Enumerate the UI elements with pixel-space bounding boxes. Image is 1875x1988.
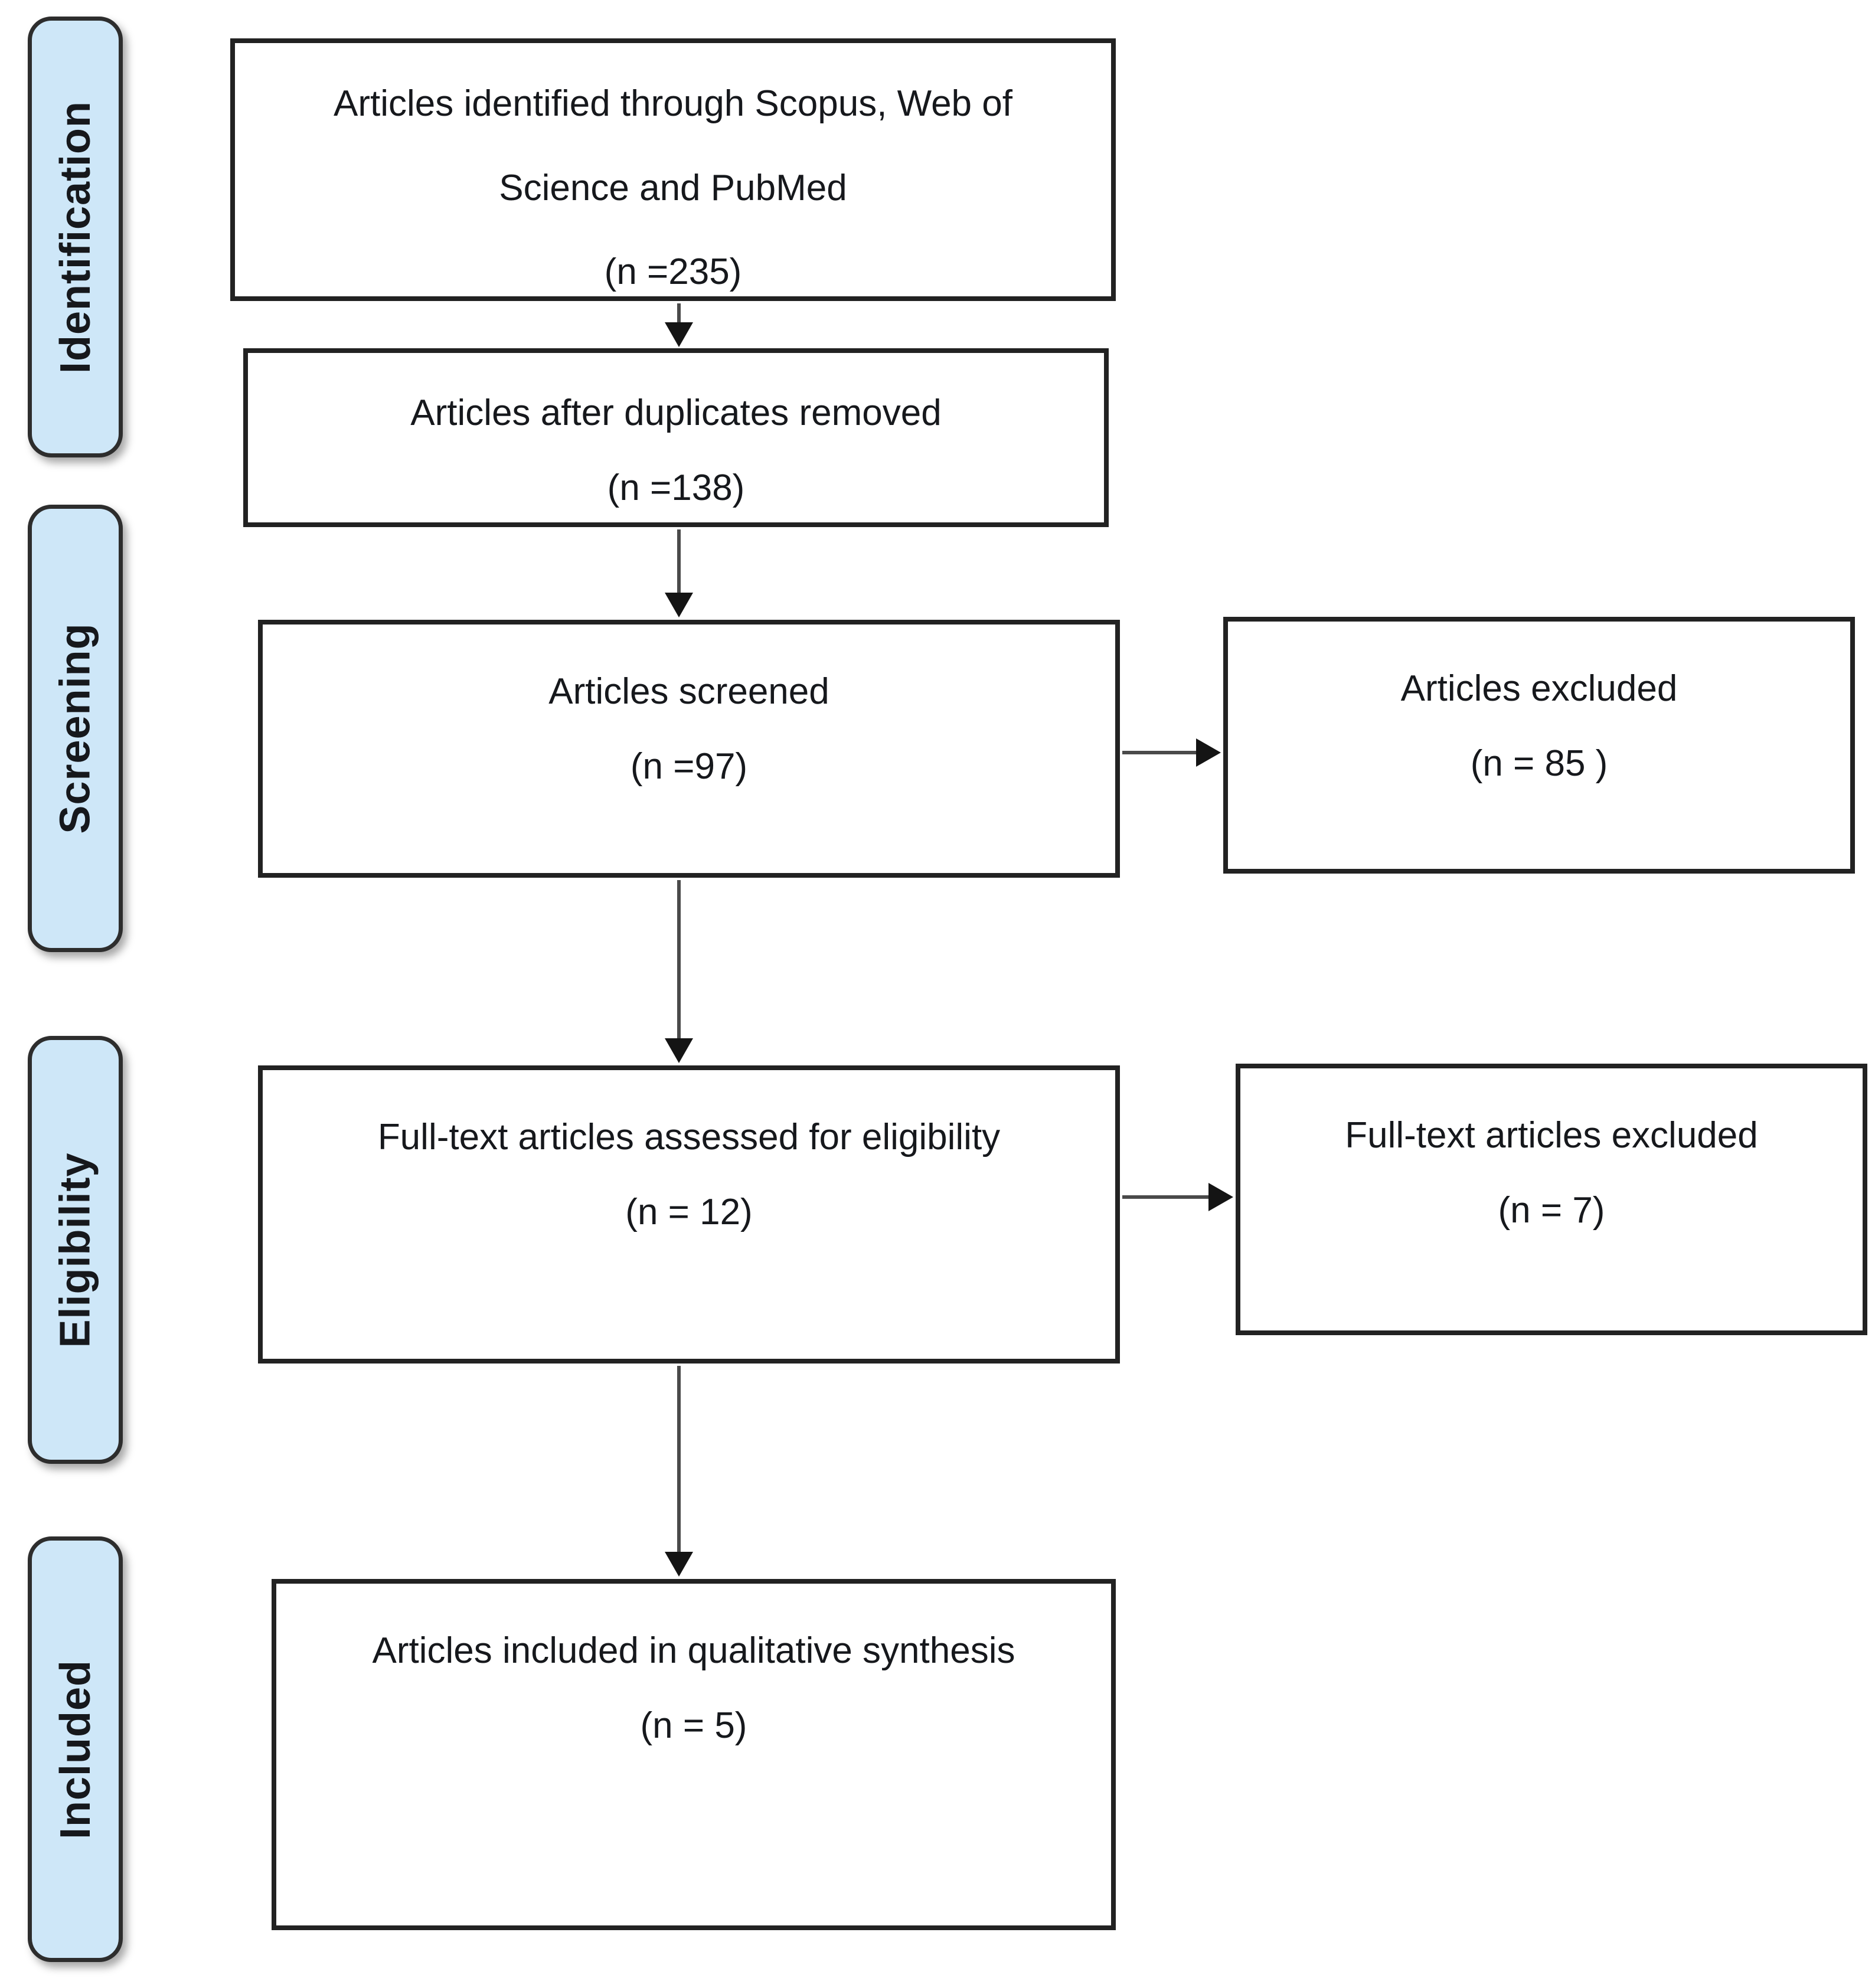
flow-box-articles-excluded: Articles excluded (n = 85 ) (1223, 617, 1855, 874)
flow-box-text: Full-text articles assessed for eligibil… (377, 1117, 1001, 1158)
arrow-screened-to-fulltext (665, 880, 693, 1063)
flow-box-count: (n =235) (604, 251, 742, 293)
flow-box-count: (n = 85 ) (1470, 743, 1608, 784)
flow-box-text: Articles identified through Scopus, Web … (334, 83, 1012, 208)
flow-box-text: Full-text articles excluded (1345, 1115, 1758, 1156)
flow-box-articles-identified: Articles identified through Scopus, Web … (230, 38, 1116, 301)
stage-tab-identification: Identification (28, 17, 123, 457)
stage-label-screening: Screening (51, 623, 99, 834)
flow-box-text: Articles screened (548, 671, 829, 712)
stage-label-included: Included (51, 1659, 99, 1839)
flow-box-count: (n =97) (630, 746, 748, 787)
arrow-fulltext-to-included (665, 1366, 693, 1577)
arrow-screened-to-excluded (1122, 738, 1221, 767)
stage-tab-screening: Screening (28, 505, 123, 952)
arrow-fulltext-to-fulltext-excluded (1122, 1183, 1233, 1211)
flow-box-fulltext-excluded: Full-text articles excluded (n = 7) (1236, 1064, 1867, 1335)
flow-box-articles-included: Articles included in qualitative synthes… (272, 1579, 1116, 1930)
stage-tab-included: Included (28, 1536, 123, 1962)
flow-box-text: Articles included in qualitative synthes… (372, 1630, 1015, 1671)
flow-box-articles-screened: Articles screened (n =97) (258, 620, 1120, 878)
arrow-deduplicated-to-screened (665, 529, 693, 617)
stage-label-identification: Identification (51, 100, 99, 374)
flow-box-text: Articles excluded (1400, 668, 1678, 709)
flow-box-count: (n =138) (607, 467, 745, 509)
flow-box-duplicates-removed: Articles after duplicates removed (n =13… (243, 348, 1109, 527)
stage-tab-eligibility: Eligibility (28, 1036, 123, 1464)
flow-box-fulltext-assessed: Full-text articles assessed for eligibil… (258, 1065, 1120, 1364)
stage-label-eligibility: Eligibility (51, 1152, 99, 1348)
flow-box-count: (n = 12) (625, 1192, 753, 1233)
flow-box-count: (n = 5) (640, 1705, 747, 1747)
flow-box-text: Articles after duplicates removed (410, 393, 942, 433)
flow-box-count: (n = 7) (1498, 1190, 1605, 1231)
